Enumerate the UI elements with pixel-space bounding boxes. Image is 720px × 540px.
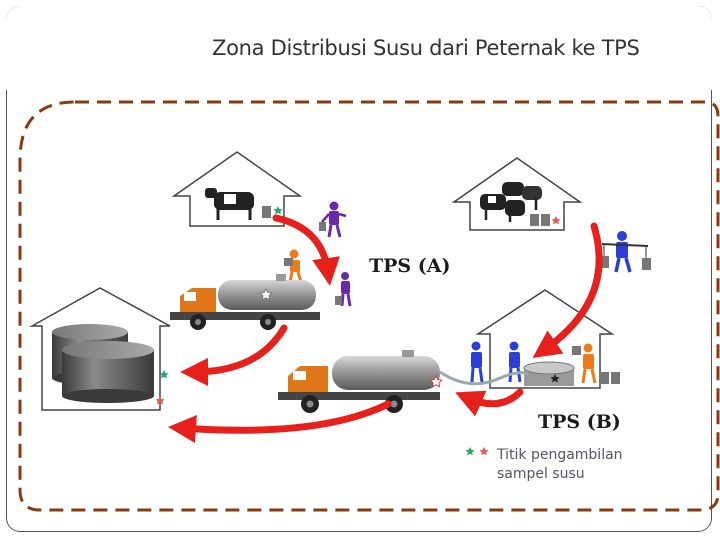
cow-group-icon (480, 182, 542, 222)
flow-arrow-farm2-to-tpsb (532, 222, 603, 358)
collection-house (29, 287, 171, 411)
tps-b-house (475, 289, 620, 389)
cow-icon (205, 188, 254, 220)
milk-truck-a-icon (170, 274, 320, 330)
sample-star-icon (551, 216, 561, 225)
slide-title: Zona Distribusi Susu dari Peternak ke TP… (212, 36, 640, 60)
legend-line-1: Titik pengambilan (497, 447, 623, 463)
farmer-purple-icon (335, 272, 352, 307)
title-strip (6, 6, 712, 90)
sample-star-icon (550, 374, 560, 383)
farmer-blue-yoke-icon (600, 231, 651, 273)
legend-red-star-icon (479, 447, 489, 456)
worker-orange-icon (284, 249, 303, 283)
farmer-purple-icon (319, 201, 347, 238)
farmer-blue-icon (470, 341, 484, 383)
milk-hose (439, 370, 529, 386)
milk-can-icon (262, 206, 271, 218)
farm-house-1 (171, 151, 303, 227)
flow-arrow-farm1-to-tpsa (272, 214, 340, 286)
sample-star-icon (155, 396, 165, 405)
milk-can-icon (530, 214, 539, 226)
flow-arrows (168, 214, 603, 443)
distribution-zone-border (18, 100, 720, 512)
flow-arrow-tank-to-truck-b (455, 388, 524, 417)
storage-tank-icon (62, 341, 154, 403)
legend-line-2: sampel susu (497, 466, 585, 482)
legend: Titik pengambilan sampel susu (497, 446, 623, 484)
flow-arrow-truck-b-to-house (168, 400, 392, 443)
sample-star-icon (273, 206, 283, 215)
tps-b-label: TPS (B) (538, 411, 621, 433)
milk-truck-b-icon (278, 350, 443, 413)
sample-star-icon (159, 370, 169, 379)
farm-house-2 (451, 157, 583, 231)
sample-star-icon (429, 374, 443, 388)
flow-arrow-truck-a-to-house (180, 324, 288, 386)
milk-can-icon (611, 372, 620, 384)
milk-can-icon (541, 214, 550, 226)
cooling-tank-icon (523, 361, 575, 386)
milk-can-icon (600, 372, 609, 384)
sample-star-icon (259, 288, 273, 301)
legend-green-star-icon (465, 447, 475, 456)
worker-orange-icon (572, 343, 597, 384)
tps-a-label: TPS (A) (369, 255, 450, 277)
